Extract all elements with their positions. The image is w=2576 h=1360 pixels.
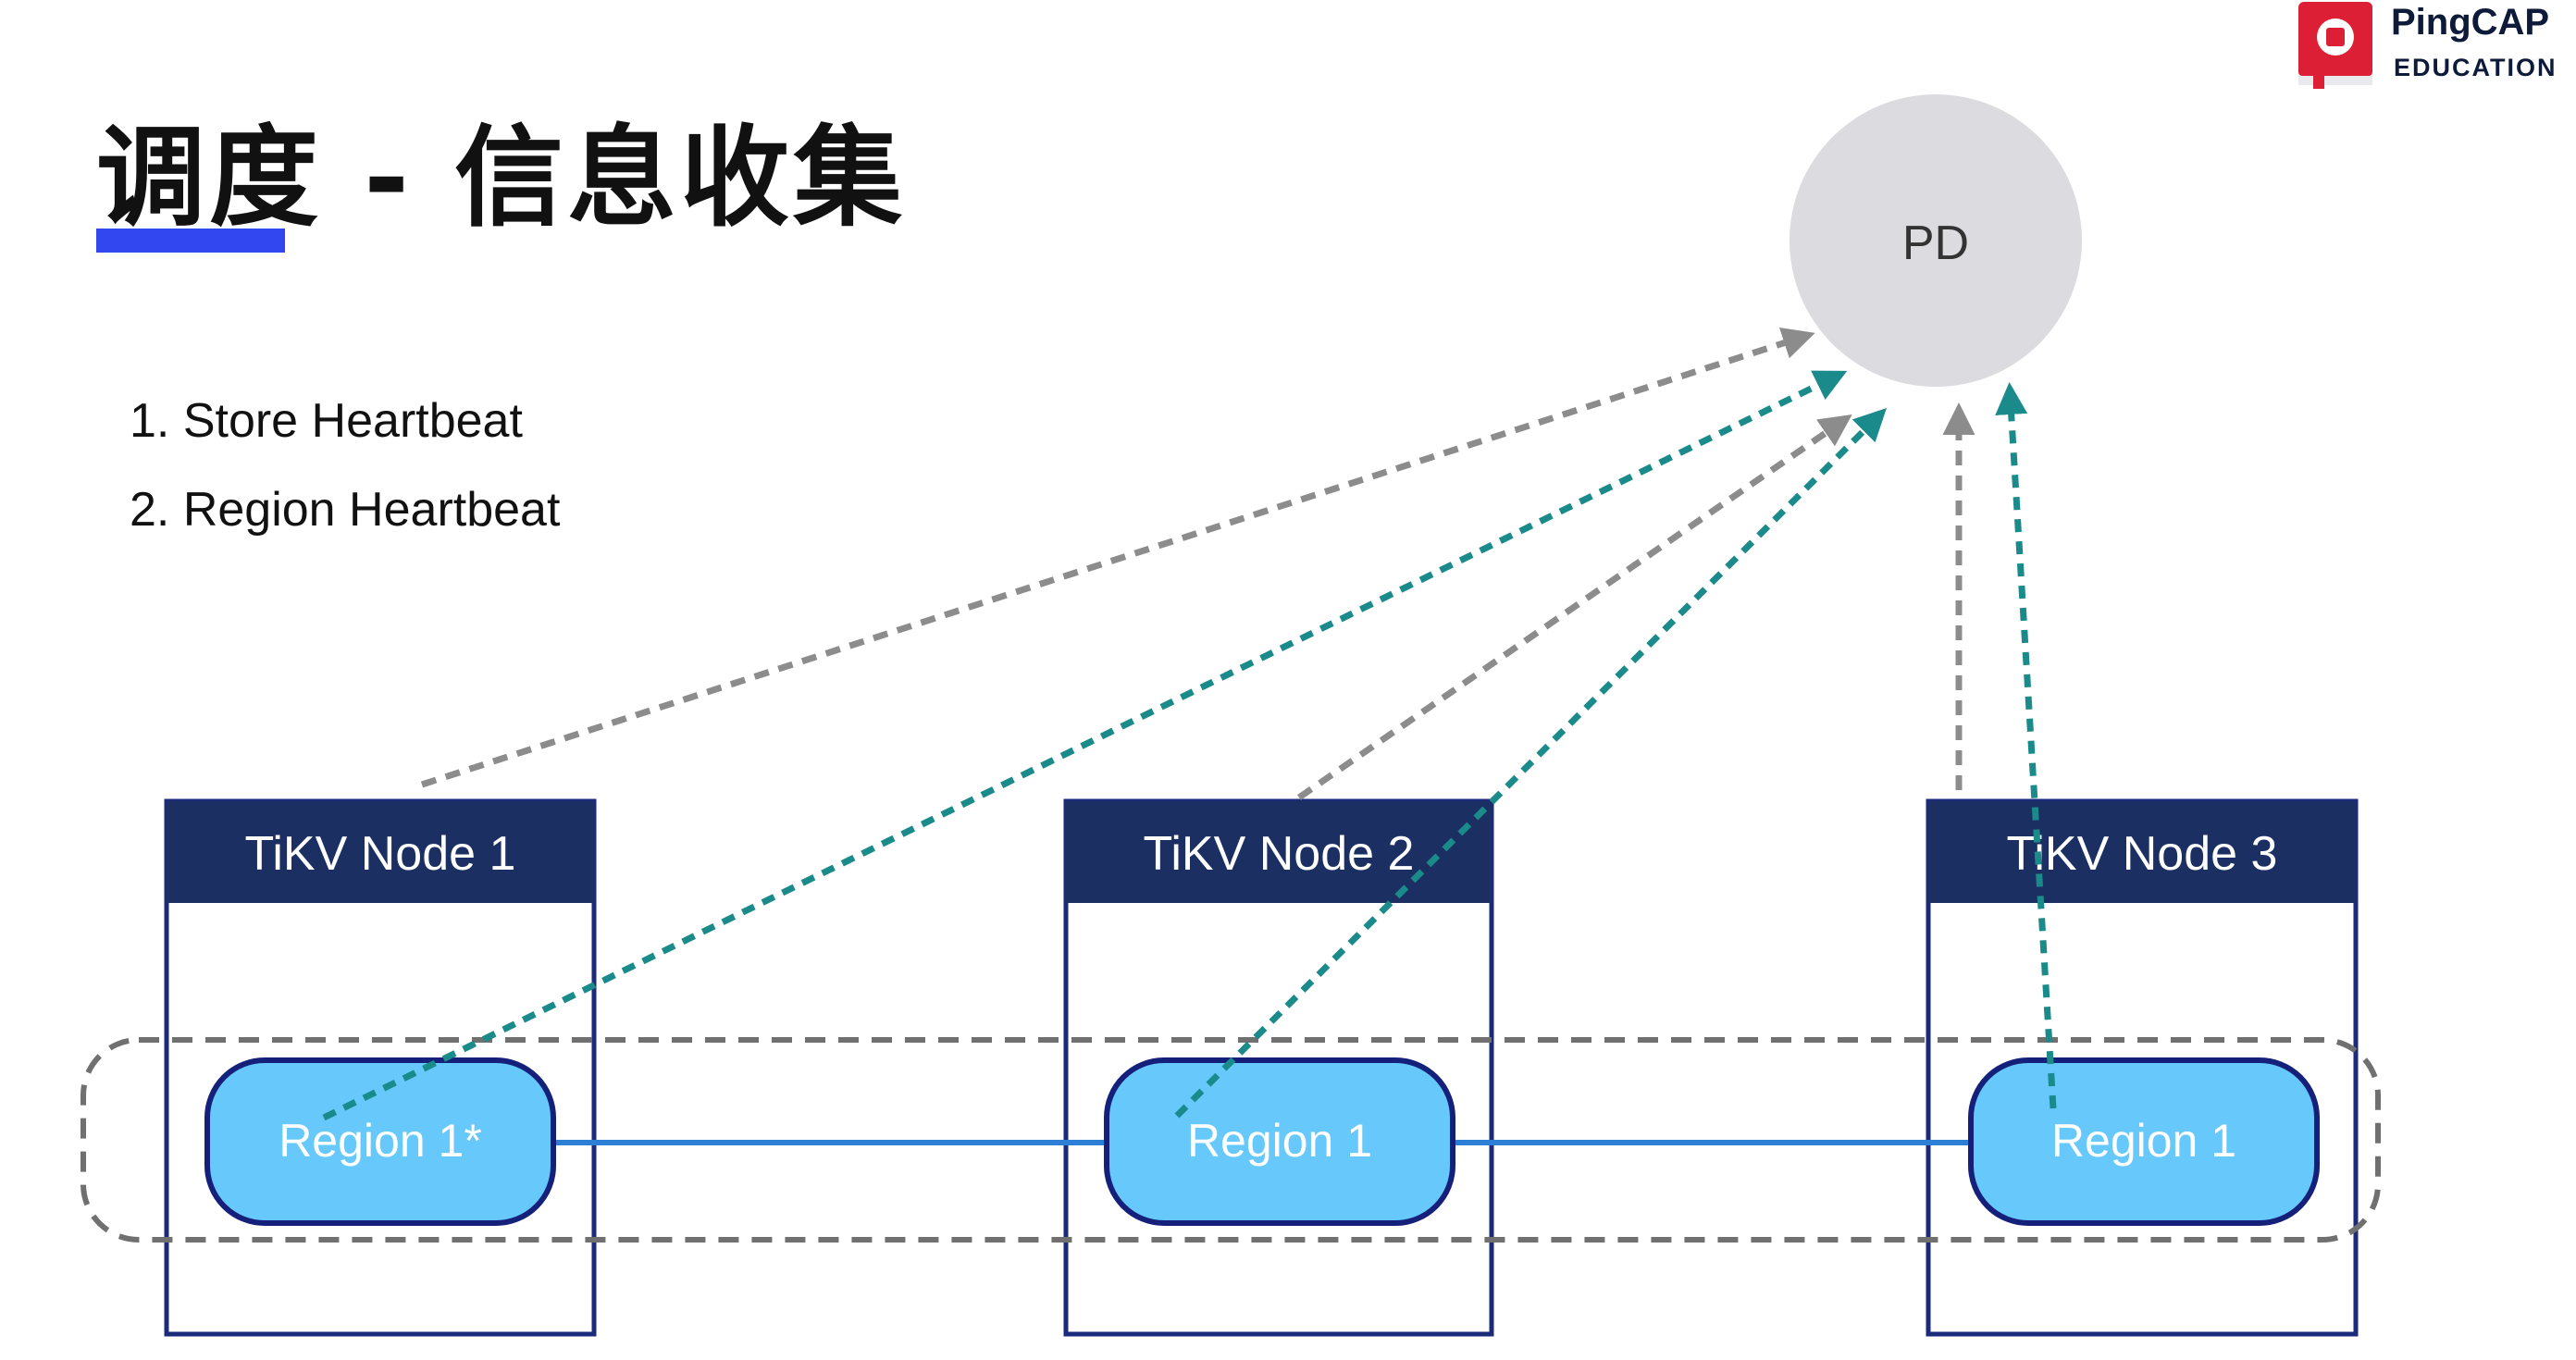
region-heartbeat-arrow-3 xyxy=(1995,382,2057,1109)
region-node-1: Region 1* xyxy=(204,1057,556,1226)
tikv-node-1-label: TiKV Node 1 xyxy=(245,827,516,881)
logo-name: PingCAP xyxy=(2391,2,2550,43)
region-node-2-label: Region 1 xyxy=(1187,1115,1372,1167)
store-heartbeat-arrow-2 xyxy=(1297,414,1852,800)
store-heartbeat-arrow-1 xyxy=(420,327,1815,788)
tikv-node-3-label: TiKV Node 3 xyxy=(2007,827,2278,881)
heartbeat-list: 1. Store Heartbeat 2. Region Heartbeat xyxy=(130,393,560,571)
tikv-node-2-label: TiKV Node 2 xyxy=(1144,827,1415,881)
region-node-3-label: Region 1 xyxy=(2051,1115,2236,1167)
list-item-store-heartbeat: 1. Store Heartbeat xyxy=(130,394,523,448)
region-heartbeat-arrow-1 xyxy=(322,370,1848,1121)
region-heartbeat-arrow-2 xyxy=(1174,408,1887,1119)
region-node-3: Region 1 xyxy=(1968,1057,2320,1226)
pingcap-logo: PingCAP EDUCATION xyxy=(2295,0,2563,93)
pd-node: PD xyxy=(1790,94,2082,387)
pd-label: PD xyxy=(1902,216,1969,270)
logo-subtitle: EDUCATION xyxy=(2394,54,2557,81)
region-node-2: Region 1 xyxy=(1104,1057,1455,1226)
region-node-1-label: Region 1* xyxy=(279,1115,482,1167)
page-title: 调度 - 信息收集 xyxy=(96,114,907,241)
title-underline xyxy=(96,229,285,253)
pingcap-badge-icon xyxy=(2298,2,2372,76)
raft-group-outline xyxy=(80,1037,2381,1243)
list-item-region-heartbeat: 2. Region Heartbeat xyxy=(130,483,561,537)
